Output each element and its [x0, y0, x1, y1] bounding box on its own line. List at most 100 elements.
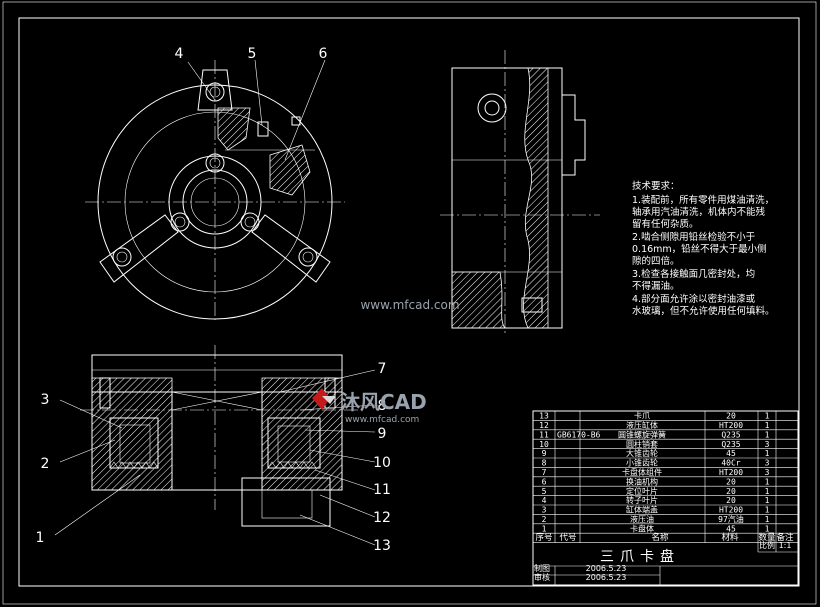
- notes-heading: 技术要求：: [632, 180, 680, 192]
- brand-logo-icon: [312, 388, 336, 410]
- scale-label: 比例: [759, 540, 775, 550]
- bom-cell-qty: 3: [765, 459, 770, 468]
- bom-cell-name: 换油机构: [626, 476, 658, 486]
- bom-cell-no: 10: [539, 440, 549, 449]
- header-remark: 备注: [776, 532, 794, 543]
- notes-line: 1.装配前，所有零件用煤油清洗，: [632, 194, 774, 206]
- bom-cell-no: 12: [539, 421, 549, 430]
- notes-line: 4.部分面允许涂以密封油漆或: [632, 293, 756, 305]
- bom-cell-no: 11: [539, 430, 549, 439]
- bom-cell-qty: 3: [765, 440, 770, 449]
- balloon-9: 9: [378, 426, 387, 442]
- bom-cell-name: 卡盘体: [630, 523, 654, 533]
- watermark: www.mfcad.com 沐风CAD www.mfcad.com: [312, 298, 460, 425]
- bom-cell-no: 4: [542, 496, 547, 505]
- balloon-1: 1: [36, 530, 45, 546]
- bom-cell-material: 20: [726, 496, 736, 505]
- bom-cell-qty: 1: [765, 496, 770, 505]
- bom-cell-material: 45: [726, 449, 736, 458]
- bom-cell-qty: 1: [765, 506, 770, 515]
- bom-cell-name: 卡盘体组件: [622, 467, 662, 477]
- bom-cell-no: 13: [539, 412, 549, 421]
- bom-cell-no: 1: [542, 524, 547, 533]
- bom-cell-qty: 1: [765, 449, 770, 458]
- bom-cell-name: 小锥齿轮: [626, 458, 658, 468]
- notes-line: 轴承用汽油清洗，机体内不能残: [632, 206, 766, 218]
- bom-cell-no: 6: [542, 477, 547, 486]
- bom-cell-material: 20: [726, 412, 736, 421]
- bom-cell-material: 20: [726, 487, 736, 496]
- balloon-11: 11: [373, 482, 391, 498]
- title-block: 三爪卡盘 比例 1:1 制图 2006.5.23 审核 2006.5.23: [534, 540, 791, 582]
- balloon-10: 10: [373, 455, 391, 471]
- bom-cell-material: Q235: [721, 430, 740, 439]
- header-qty: 数量: [758, 532, 776, 543]
- section-view: [80, 345, 360, 527]
- bom-cell-no: 3: [542, 506, 547, 515]
- bom-cell-name: 圆柱销套: [626, 439, 658, 449]
- bom-cell-no: 9: [542, 449, 547, 458]
- notes-line: 2.啮合侧隙用铅丝检验不小于: [632, 231, 755, 243]
- bom-cell-qty: 1: [765, 515, 770, 524]
- balloon-8: 8: [378, 398, 387, 414]
- watermark-brand: 沐风CAD: [340, 390, 427, 414]
- bom-cell-material: 20: [726, 477, 736, 486]
- sign-date: 2006.5.23: [586, 564, 627, 573]
- bom-cell-name: 转子叶片: [626, 495, 658, 505]
- balloon-4: 4: [175, 46, 184, 62]
- balloon-7: 7: [378, 361, 387, 377]
- bom-cell-qty: 1: [765, 421, 770, 430]
- bom-cell-name: 缸体端盖: [626, 505, 658, 515]
- balloon-12: 12: [373, 510, 391, 526]
- notes-line: 水玻璃，但不允许使用任何填料。: [632, 305, 775, 317]
- scale-value: 1:1: [779, 541, 792, 550]
- notes-line: 0.16mm，铅丝不得大于最小侧: [632, 243, 767, 255]
- bom-cell-name: 液压缸体: [626, 420, 658, 430]
- header-name: 名称: [651, 532, 669, 543]
- bom-cell-qty: 1: [765, 412, 770, 421]
- bom-cell-material: HT200: [719, 421, 743, 430]
- bom-cell-material: 45: [726, 524, 736, 533]
- bom-cell-name: 卡爪: [634, 411, 650, 421]
- sign-date: 2006.5.23: [586, 573, 627, 582]
- balloon-6: 6: [319, 46, 328, 62]
- notes-line: 3.检查各接触面几密封处，均: [632, 268, 755, 280]
- bom-cell-name: 大锥齿轮: [626, 448, 658, 458]
- top-view: [85, 60, 345, 320]
- balloon-3: 3: [41, 392, 50, 408]
- sign-label: 制图: [534, 563, 550, 573]
- drawing-title: 三爪卡盘: [600, 548, 680, 565]
- header-no: 序号: [535, 532, 552, 543]
- technical-notes: 技术要求： 1.装配前，所有零件用煤油清洗， 轴承用汽油清洗，机体内不能残 留有…: [632, 180, 775, 317]
- sign-label: 审核: [534, 572, 550, 582]
- bom-cell-no: 7: [542, 468, 547, 477]
- bom-cell-material: 97汽油: [718, 514, 744, 524]
- bom-cell-material: 40Cr: [721, 459, 740, 468]
- bom-cell-name: 定位叶片: [626, 486, 658, 496]
- bom-cell-qty: 1: [765, 430, 770, 439]
- notes-line: 留有任何杂质。: [632, 218, 699, 230]
- bom-cell-material: HT200: [719, 468, 743, 477]
- bom-cell-qty: 3: [765, 468, 770, 477]
- header-code: 代号: [559, 532, 576, 543]
- bom-cell-qty: 1: [765, 524, 770, 533]
- balloon-5: 5: [248, 46, 257, 62]
- notes-line: 不得漏油。: [632, 280, 680, 292]
- side-view: [440, 50, 600, 335]
- balloon-2: 2: [41, 456, 50, 472]
- bom-header: 序号 代号 名称 材料 数量 备注: [535, 532, 794, 543]
- bom-cell-name: 液压油: [630, 514, 654, 524]
- watermark-url-bottom: www.mfcad.com: [345, 415, 419, 425]
- watermark-url-top: www.mfcad.com: [360, 298, 459, 312]
- bom-cell-no: 2: [542, 515, 547, 524]
- bom-cell-code: GB6170-B6: [557, 430, 601, 439]
- header-material: 材料: [721, 532, 739, 543]
- bom-cell-material: HT200: [719, 506, 743, 515]
- balloon-13: 13: [373, 538, 391, 554]
- balloon-labels: 1 2 3 4 5 6 7 8 9 10 11 12 13: [36, 46, 391, 554]
- bom-cell-material: Q235: [721, 440, 740, 449]
- balloon-leaders: [54, 59, 376, 546]
